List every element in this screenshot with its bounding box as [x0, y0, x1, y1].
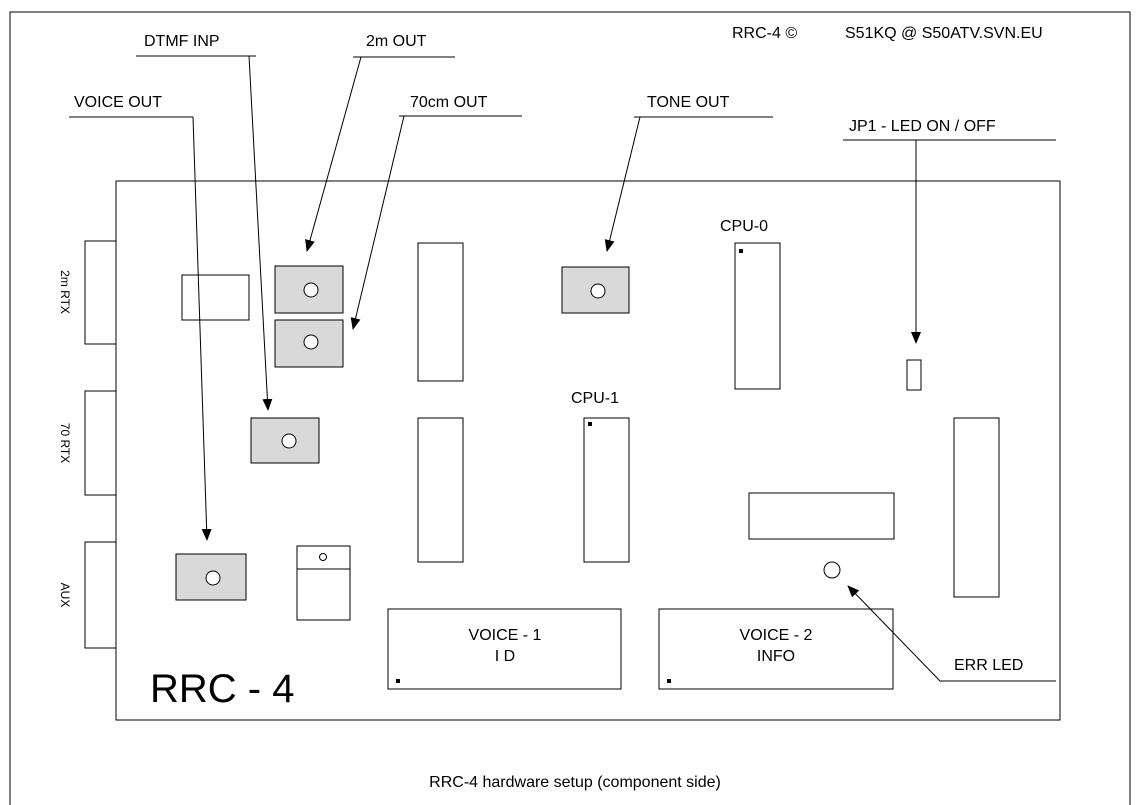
tone-out-label: TONE OUT — [647, 94, 730, 111]
connector-2m-rtx-label: 2m RTX — [58, 270, 72, 314]
out-2m-label: 2m OUT — [366, 33, 427, 50]
trimmer-tone-out — [561, 266, 630, 314]
trimmer-dtmf-inp — [250, 417, 320, 464]
outer-frame — [9, 11, 1131, 805]
arrow-voice-out — [192, 116, 212, 541]
ic-top-left — [417, 242, 464, 382]
regulator — [296, 545, 351, 621]
trimmer-voice-out — [175, 553, 247, 601]
ic-cpu-1-pin1 — [588, 422, 592, 426]
ic-cpu-0-pin1 — [739, 249, 743, 253]
arrow-2m-out — [305, 56, 362, 252]
voice-module-1: VOICE - 1 I D — [387, 608, 622, 690]
err-led — [823, 561, 841, 579]
ic-horizontal — [748, 492, 895, 540]
connector-aux — [84, 541, 117, 649]
board-name: RRC - 4 — [150, 667, 294, 711]
connector-2m-rtx — [84, 240, 117, 345]
cpu-1-label: CPU-1 — [571, 390, 619, 407]
voice-out-label: VOICE OUT — [74, 94, 162, 111]
voice-2-line1: VOICE - 2 — [740, 627, 813, 644]
voice-module-2: VOICE - 2 INFO — [658, 608, 894, 690]
connector-70-rtx-label: 70 RTX — [58, 423, 72, 463]
component-block — [181, 274, 250, 321]
header-author: S51KQ @ S50ATV.SVN.EU — [845, 25, 1043, 42]
voice-1-line2: I D — [495, 648, 515, 665]
header-title: RRC-4 © — [732, 25, 797, 42]
arrow-dtmf-inp — [248, 55, 273, 411]
connector-70-rtx — [84, 390, 117, 496]
voice-1-line1: VOICE - 1 — [469, 627, 542, 644]
jp1-label: JP1 - LED ON / OFF — [849, 118, 996, 135]
arrow-err-led — [847, 585, 941, 682]
connector-aux-label: AUX — [58, 583, 72, 608]
ic-cpu-0 — [734, 242, 781, 390]
diagram-caption: RRC-4 hardware setup (component side) — [429, 774, 721, 791]
ic-right — [953, 417, 1000, 598]
err-led-label: ERR LED — [954, 657, 1023, 674]
ic-cpu-1 — [583, 417, 630, 563]
jumper-jp1 — [906, 359, 922, 391]
voice-2-line2: INFO — [757, 648, 795, 665]
out-70cm-label: 70cm OUT — [410, 94, 488, 111]
cpu-0-label: CPU-0 — [720, 218, 768, 235]
arrow-tone-out — [604, 116, 641, 252]
dtmf-inp-label: DTMF INP — [144, 33, 220, 50]
trimmer-2m-out — [274, 265, 344, 314]
trimmer-70cm-out — [274, 319, 344, 368]
ic-bottom-left — [417, 417, 464, 563]
arrow-70cm-out — [350, 115, 405, 330]
